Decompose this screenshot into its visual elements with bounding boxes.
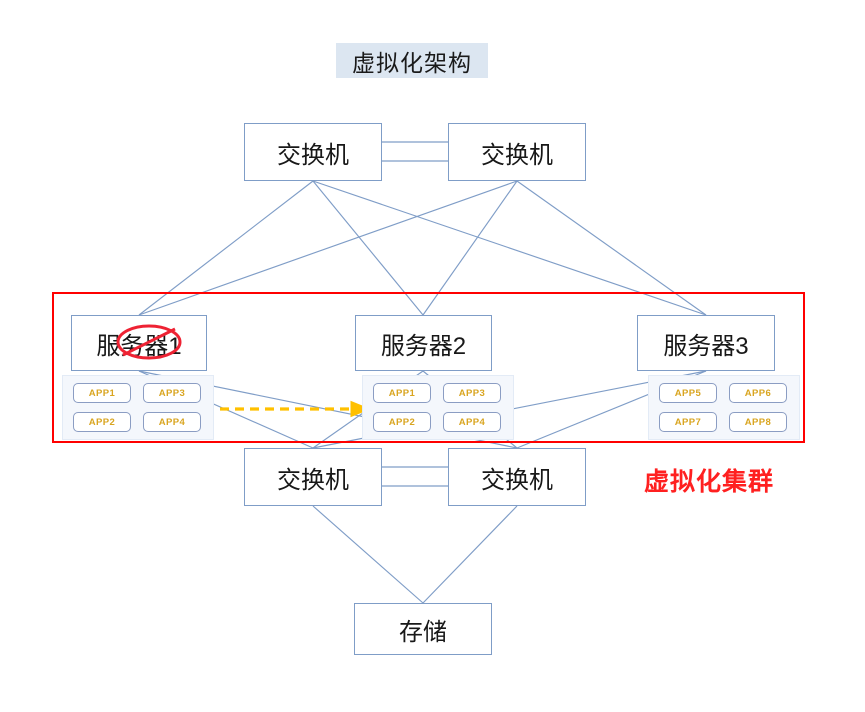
app-chip: APP7: [659, 412, 717, 432]
server-1-app-panel: APP1 APP3 APP2 APP4: [62, 375, 214, 440]
server-2: 服务器2: [355, 315, 492, 371]
virtualization-cluster-label: 虚拟化集群: [644, 468, 775, 496]
app-chip: APP2: [73, 412, 131, 432]
app-chip: APP3: [443, 383, 501, 403]
server-3-app-panel: APP5 APP6 APP7 APP8: [648, 375, 800, 440]
switch-top-left: 交换机: [244, 123, 382, 181]
app-chip: APP6: [729, 383, 787, 403]
server-1: 服务器1: [71, 315, 207, 371]
app-chip: APP8: [729, 412, 787, 432]
link-sw-br-to-storage: [422, 505, 518, 604]
app-chip: APP2: [373, 412, 431, 432]
app-chip: APP5: [659, 383, 717, 403]
storage-node: 存储: [354, 603, 492, 655]
switch-bottom-left: 交换机: [244, 448, 382, 506]
app-chip: APP1: [373, 383, 431, 403]
virtualization-cluster-boundary: [52, 292, 805, 443]
link-sw-bl-to-storage: [312, 505, 424, 604]
app-chip: APP4: [443, 412, 501, 432]
diagram-title: 虚拟化架构: [336, 43, 488, 78]
app-chip: APP3: [143, 383, 201, 403]
server-3: 服务器3: [637, 315, 775, 371]
app-chip: APP4: [143, 412, 201, 432]
app-chip: APP1: [73, 383, 131, 403]
switch-bottom-right: 交换机: [448, 448, 586, 506]
switch-top-right: 交换机: [448, 123, 586, 181]
server-2-app-panel: APP1 APP3 APP2 APP4: [362, 375, 514, 440]
